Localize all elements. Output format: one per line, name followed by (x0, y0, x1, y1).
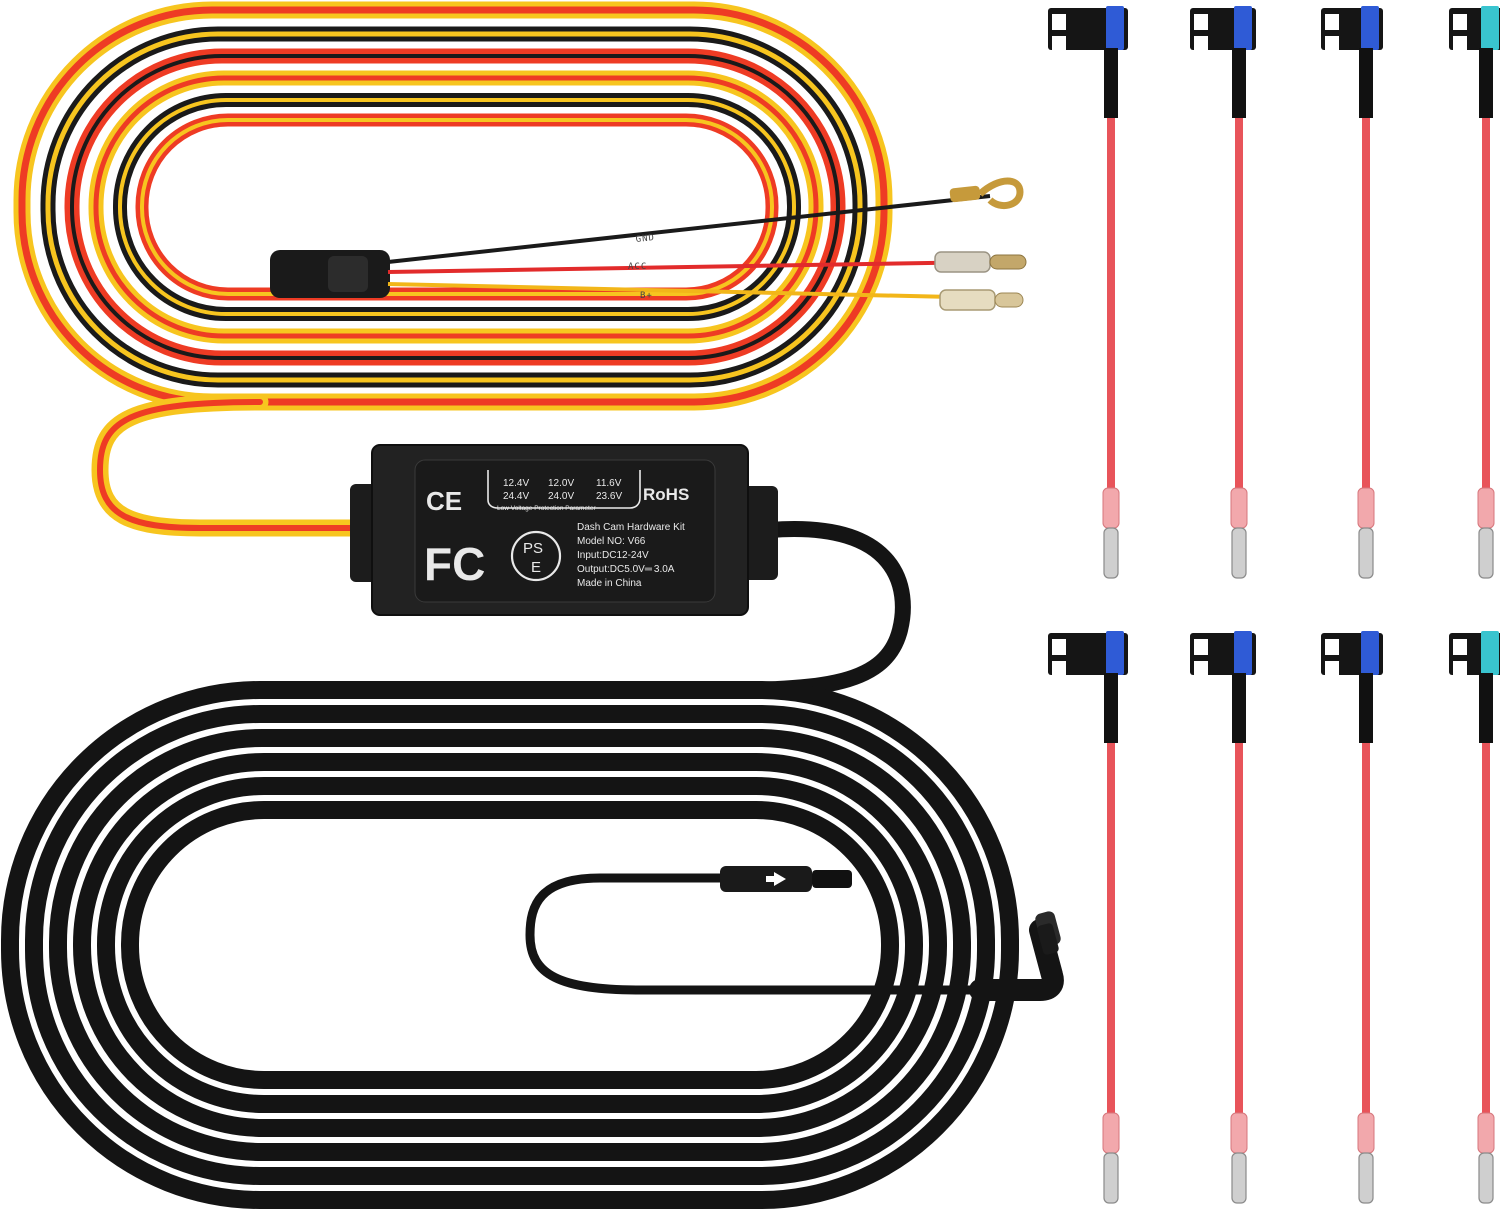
voltage-24-4: 24.4V (503, 491, 529, 502)
fuse-tap (1190, 6, 1256, 579)
fuse-blade-slot (1194, 14, 1208, 30)
gnd-fork-terminal (949, 177, 1024, 210)
converter-module: 12.4V 12.0V 11.6V 24.4V 24.0V 23.6V Low … (350, 444, 778, 616)
spec-line-3: Input:DC12-24V (577, 550, 649, 561)
voltage-11-6: 11.6V (596, 478, 622, 489)
fuse-tap-neck (1104, 673, 1118, 743)
fuse-tap-wire (1482, 118, 1490, 490)
voltage-12-4: 12.4V (503, 478, 529, 489)
fuse-blade-slot (1194, 639, 1208, 655)
fuse-tap-wire (1235, 743, 1243, 1115)
fuse-tap-wire (1107, 743, 1115, 1115)
terminal-sleeve (1357, 1112, 1375, 1154)
fuse-tap-wire (1107, 118, 1115, 490)
pse-mark-circle (510, 530, 562, 582)
bplus-bullet-terminal (939, 289, 1024, 311)
usb-c-plug (969, 911, 1064, 1001)
fuse-tap (1449, 631, 1500, 1204)
bplus-label: B+ (640, 291, 653, 301)
fuse (1361, 6, 1379, 50)
pse-mark-bottom: E (531, 559, 541, 576)
fuse-blade-slot (1453, 661, 1467, 679)
ce-mark: CE (426, 486, 462, 516)
fuse (1106, 631, 1124, 675)
fuse-tap-neck (1359, 48, 1373, 118)
wire-splitter (270, 194, 996, 300)
terminal-sleeve (1230, 1112, 1248, 1154)
fuse-tap (1048, 6, 1128, 579)
fuse-tap (1190, 631, 1256, 1204)
fuse (1234, 6, 1252, 50)
terminal-pin (1358, 527, 1374, 579)
fuse (1234, 631, 1252, 675)
spec-line-1: Dash Cam Hardware Kit (577, 522, 685, 533)
terminal-pin (1478, 1152, 1494, 1204)
fuse-blade-slot (1453, 36, 1467, 54)
fuse (1106, 6, 1124, 50)
fuse-tap-wire (1482, 743, 1490, 1115)
terminal-pin (1358, 1152, 1374, 1204)
terminal-pin (1478, 527, 1494, 579)
fuse-tap (1321, 6, 1383, 579)
hardwire-coil (13, 1, 893, 537)
terminal-sleeve (1102, 1112, 1120, 1154)
fuse-tap-set (1048, 6, 1500, 1204)
fuse-tap-wire (1235, 118, 1243, 490)
fcc-mark: FC (424, 538, 485, 590)
fuse-blade-slot (1325, 36, 1339, 54)
spec-line-2: Model NO: V66 (577, 536, 646, 547)
fuse-tap (1048, 631, 1128, 1204)
fuse (1361, 631, 1379, 675)
arrow-right-icon (766, 872, 786, 886)
fuse-blade-slot (1325, 661, 1339, 679)
acc-label: ACC (628, 262, 647, 272)
fuse-blade-slot (1052, 36, 1066, 54)
spec-line-4: Output:DC5.0V═ 3.0A (577, 564, 675, 575)
fuse-blade-slot (1325, 639, 1339, 655)
voltage-23-6: 23.6V (596, 491, 622, 502)
fuse-tap-neck (1479, 48, 1493, 118)
terminal-sleeve (1477, 1112, 1495, 1154)
terminal-pin (1103, 1152, 1119, 1204)
fuse (1481, 6, 1499, 50)
fuse-tap-neck (1359, 673, 1373, 743)
terminal-sleeve (1357, 487, 1375, 529)
fuse-blade-slot (1052, 661, 1066, 679)
fuse-blade-slot (1194, 36, 1208, 54)
terminal-sleeve (1230, 487, 1248, 529)
fuse (1481, 631, 1499, 675)
spec-line-5: Made in China (577, 578, 642, 589)
fuse-blade-slot (1194, 661, 1208, 679)
terminal-sleeve (1477, 487, 1495, 529)
acc-bullet-terminal (934, 251, 1027, 273)
fuse-blade-slot (1453, 14, 1467, 30)
fuse-blade-slot (1325, 14, 1339, 30)
fuse-tap-neck (1479, 673, 1493, 743)
mini-usb-connector (720, 866, 852, 892)
fuse-blade-slot (1052, 639, 1066, 655)
fuse-tap-neck (1104, 48, 1118, 118)
fuse-tap-wire (1362, 118, 1370, 490)
fuse-tap-wire (1362, 743, 1370, 1115)
fuse-blade-slot (1052, 14, 1066, 30)
voltage-caption: Low Voltage Protection Parameter (497, 505, 596, 512)
rohs-mark: RoHS (643, 485, 689, 504)
usb-c-cable-coil (1, 521, 1019, 1209)
fuse-tap-neck (1232, 673, 1246, 743)
fuse-blade-slot (1453, 639, 1467, 655)
voltage-24-0: 24.0V (548, 491, 574, 502)
terminal-pin (1231, 527, 1247, 579)
fuse-tap-neck (1232, 48, 1246, 118)
terminal-pin (1231, 1152, 1247, 1204)
fuse-tap (1321, 631, 1383, 1204)
gnd-label: GND (635, 233, 655, 245)
voltage-12-0: 12.0V (548, 478, 574, 489)
terminal-sleeve (1102, 487, 1120, 529)
fuse-tap (1449, 6, 1500, 579)
terminal-pin (1103, 527, 1119, 579)
pse-mark-top: PS (523, 540, 543, 557)
